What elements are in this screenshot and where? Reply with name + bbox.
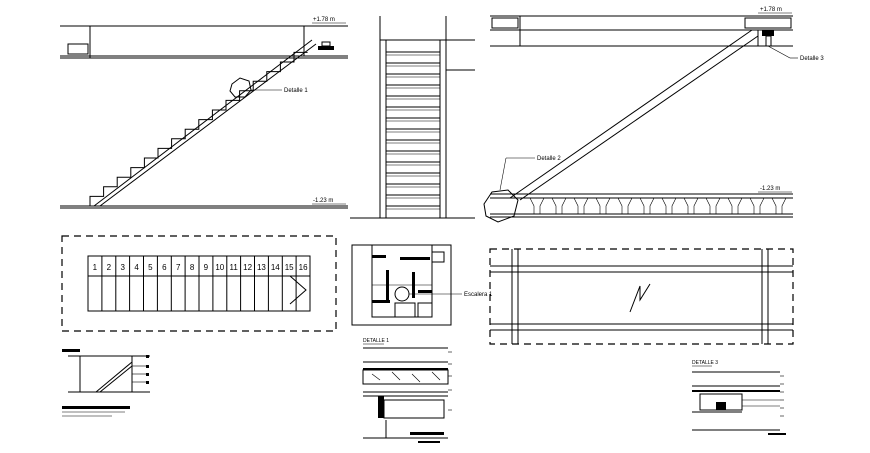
level-top-right: +1.78 m	[760, 7, 782, 13]
step-number: 8	[190, 263, 195, 272]
level-top-left: +1.78 m	[313, 17, 335, 23]
detail-1: DETALLE 1	[362, 338, 452, 443]
level-bottom-left: -1.23 m	[313, 198, 333, 204]
step-number: 2	[107, 263, 112, 272]
stair-plan-right	[489, 248, 794, 345]
step-number: 16	[299, 263, 308, 272]
callout-detalle-1: Detalle 1	[284, 88, 308, 94]
detail-1-title: DETALLE 1	[363, 338, 389, 344]
detail-3: DETALLE 3	[692, 360, 786, 435]
step-number: 7	[176, 263, 181, 272]
step-number: 9	[204, 263, 209, 272]
key-plan: Escalera 1	[351, 244, 493, 326]
step-number: 11	[230, 263, 239, 272]
callout-detalle-3: Detalle 3	[800, 56, 824, 62]
step-number: 15	[285, 263, 294, 272]
step-number: 3	[120, 263, 125, 272]
step-number: 5	[148, 263, 153, 272]
detail-3-title: DETALLE 3	[692, 360, 718, 366]
stair-elevation-left: Detalle 1 +1.78 m -1.23 m	[60, 17, 348, 209]
step-number: 6	[162, 263, 167, 272]
step-number: 10	[215, 263, 224, 272]
level-bottom-right: -1.23 m	[760, 186, 780, 192]
step-number: 4	[134, 263, 139, 272]
stair-elevation-right: Detalle 3 Detalle 2 +1.78 m -1.23 m	[483, 7, 824, 223]
step-number: 13	[257, 263, 266, 272]
step-number: 1	[93, 263, 98, 272]
step-number: 14	[271, 263, 280, 272]
callout-detalle-2: Detalle 2	[537, 156, 561, 162]
callout-escalera-1: Escalera 1	[464, 292, 493, 298]
detail-small-left	[62, 349, 150, 417]
step-number: 12	[243, 263, 252, 272]
stair-section-center	[350, 16, 475, 219]
